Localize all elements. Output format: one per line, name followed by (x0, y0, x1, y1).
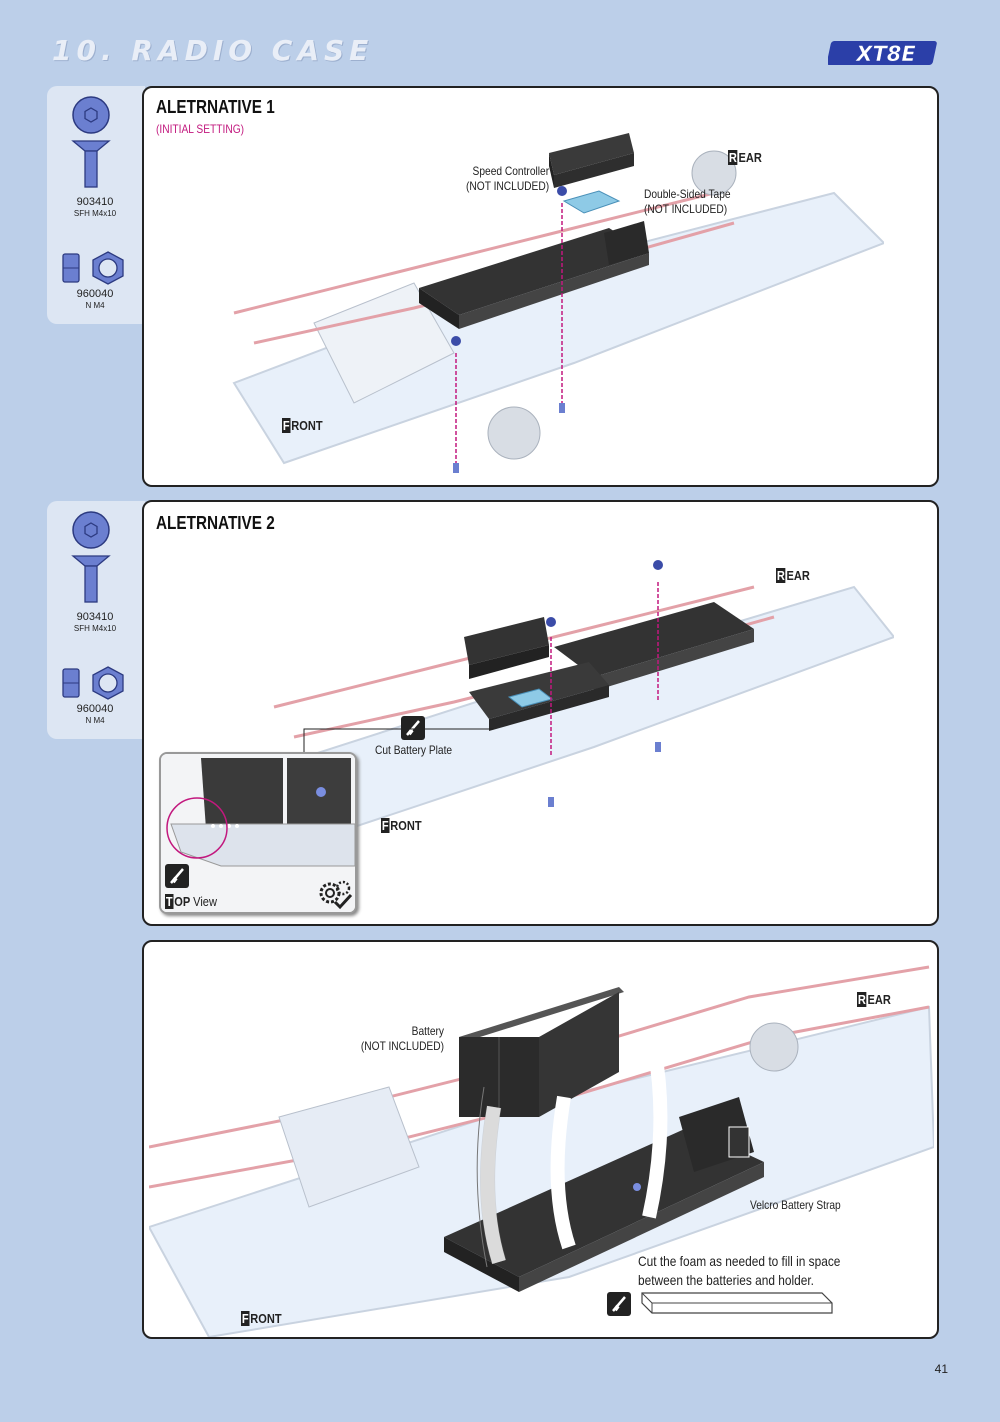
nut-icon (62, 251, 124, 285)
gear-check-icon (319, 880, 353, 910)
foam-strip-icon (641, 1292, 833, 1314)
chassis-illustration-1 (232, 133, 884, 473)
nut-icon (62, 666, 124, 700)
screw-icon (71, 511, 111, 603)
panel-battery: Battery(NOT INCLUDED) Velcro Battery Str… (142, 940, 939, 1339)
chassis-illustration-3 (149, 965, 934, 1337)
scissors-icon (401, 716, 425, 740)
logo-text: XT8E (854, 42, 916, 66)
scissors-icon (165, 864, 189, 888)
panel-alternative-1: ALETRNATIVE 1 (INITIAL SETTING) Speed Co… (142, 86, 939, 487)
panel-subtitle-1: (INITIAL SETTING) (156, 122, 245, 136)
page-number: 41 (934, 1362, 948, 1376)
scissors-icon (607, 1292, 631, 1316)
velcro-strap-label: Velcro Battery Strap (750, 1198, 841, 1212)
section-title: 10. RADIO CASE (52, 34, 374, 67)
screw-icon (71, 96, 111, 188)
battery-label: Battery(NOT INCLUDED) (360, 1024, 444, 1053)
callout-line (303, 728, 494, 755)
chassis-illustration-2 (272, 560, 894, 839)
panel-title-1: ALETRNATIVE 1 (156, 97, 275, 117)
speed-controller-label: Speed Controller(NOT INCLUDED) (466, 164, 550, 193)
tape-label: Double-Sided Tape(NOT INCLUDED) (644, 187, 731, 216)
cut-battery-plate-label: Cut Battery Plate (375, 743, 453, 757)
top-view-illustration (161, 754, 355, 912)
panel-title-2: ALETRNATIVE 2 (156, 513, 275, 533)
xt8e-logo: XT8E (828, 41, 937, 66)
